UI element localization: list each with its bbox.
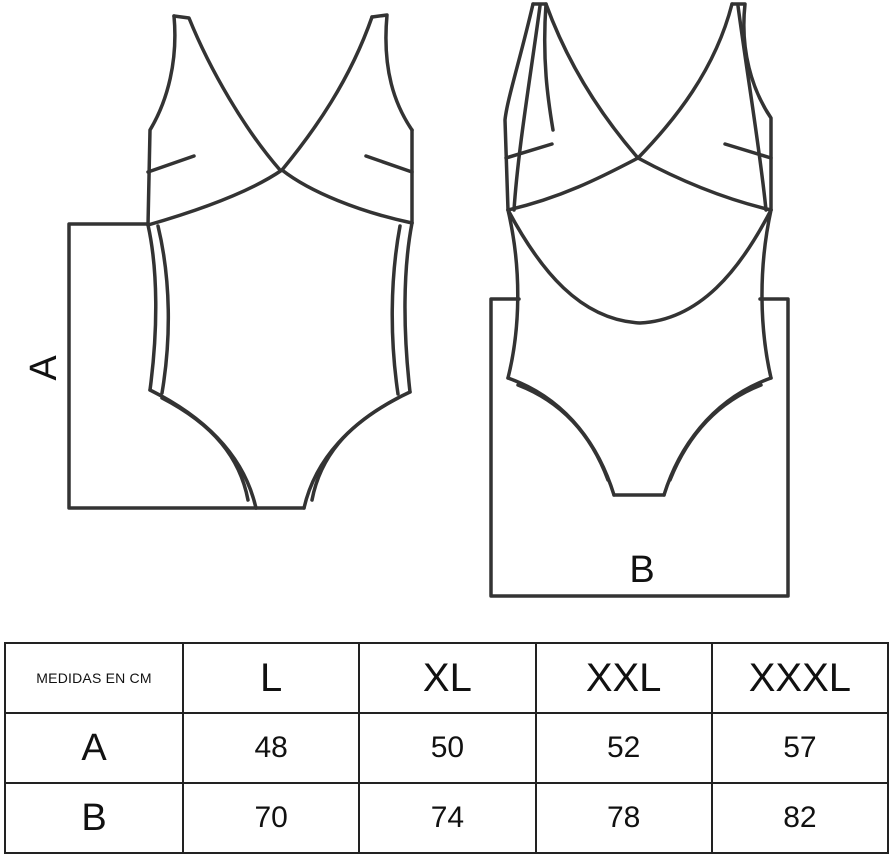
front-left-dart [146, 154, 196, 174]
swimsuit-diagram: A B [23, 2, 790, 598]
back-left-strap-stripe [512, 4, 542, 212]
measurement-cell: 70 [181, 782, 361, 854]
front-view [67, 13, 414, 510]
front-bodice-left [146, 168, 284, 227]
back-right-strap-stripe [736, 4, 768, 212]
dimension-b-bracket [489, 297, 790, 598]
back-right-leg-inner [668, 383, 763, 482]
measurement-cell: 74 [358, 782, 537, 854]
measurement-cell: 82 [710, 782, 890, 854]
front-left-strap [172, 14, 282, 172]
front-left-side [146, 223, 158, 392]
back-right-side [760, 208, 773, 380]
front-bodice-right [280, 168, 414, 225]
front-left-leg [148, 388, 258, 510]
back-left-strap-mid [503, 2, 535, 212]
dimension-a-bracket [67, 222, 258, 510]
back-right-leg [662, 376, 773, 497]
dimension-b-label: B [629, 549, 654, 591]
size-header: XXL [534, 642, 713, 714]
size-header: XXXL [710, 642, 890, 714]
back-right-strap-outer [730, 2, 773, 212]
back-left-side [506, 208, 520, 380]
back-right-strap-inner [636, 2, 734, 160]
measurement-cell: 48 [181, 712, 361, 784]
front-right-side-stripe [390, 224, 402, 396]
front-right-dart [364, 154, 414, 174]
table-row: B 70 74 78 82 [4, 782, 890, 854]
size-header: L [181, 642, 361, 714]
back-cross-right [636, 156, 773, 212]
size-chart-table: MEDIDAS EN CM L XL XXL XXXL A 48 50 52 5… [4, 642, 890, 854]
front-right-strap [370, 13, 414, 132]
dimension-a-label: A [23, 355, 65, 381]
back-view [489, 2, 790, 598]
back-right-dart [723, 142, 773, 160]
front-left-leg-inner [160, 396, 250, 502]
front-left-side-stripe [156, 224, 171, 395]
table-header-row: MEDIDAS EN CM L XL XXL XXXL [4, 642, 890, 714]
measurement-cell: 50 [358, 712, 537, 784]
back-left-leg-inner [516, 383, 610, 482]
front-left-armhole [146, 14, 177, 227]
front-right-leg-inner [310, 396, 400, 502]
back-scoop [506, 208, 773, 325]
front-right-leg [302, 390, 412, 510]
back-left-leg [506, 376, 616, 497]
measurement-cell: 52 [534, 712, 713, 784]
front-right-strap-inner [280, 15, 374, 172]
front-right-side [403, 221, 414, 394]
header-label: MEDIDAS EN CM [4, 642, 184, 714]
measurement-cell: 78 [534, 782, 713, 854]
back-left-strap-inner [544, 2, 640, 160]
measurement-cell: 57 [710, 712, 890, 784]
back-left-dart [504, 142, 554, 160]
row-label: B [4, 782, 184, 854]
back-left-strap-outer [531, 2, 555, 132]
size-header: XL [358, 642, 537, 714]
row-label: A [4, 712, 184, 784]
back-cross-left [506, 156, 640, 212]
table-row: A 48 50 52 57 [4, 712, 890, 784]
